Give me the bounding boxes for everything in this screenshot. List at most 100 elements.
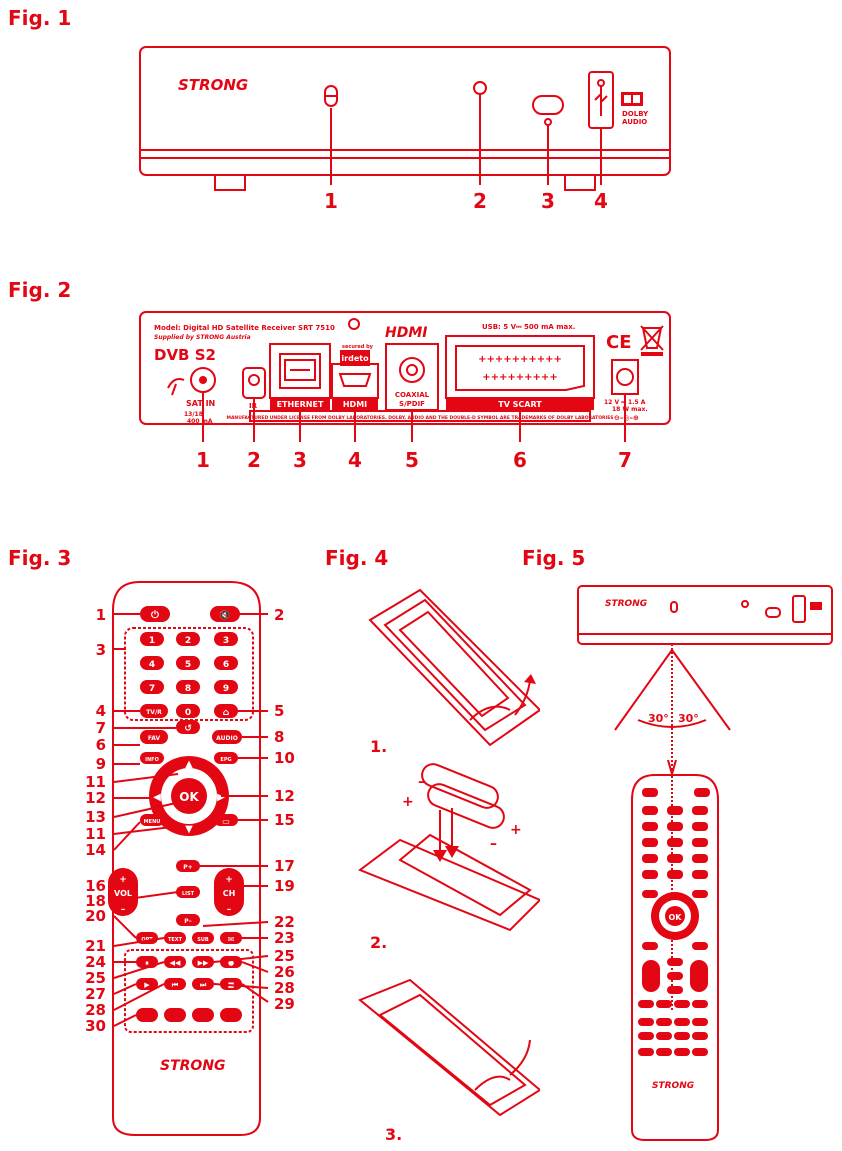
- tvr-button: [140, 704, 168, 718]
- epg-button: [214, 752, 238, 764]
- fig1-callout-1: 1: [324, 189, 338, 213]
- irdeto-logo: [340, 350, 370, 366]
- fig3-callout-left-5: 6: [96, 736, 106, 754]
- rewind-button: [164, 956, 186, 968]
- battery-plus-label-1: +: [402, 794, 414, 810]
- weee-bin-icon: [640, 325, 664, 351]
- fig3-callout-left-7: 11: [85, 773, 106, 791]
- page-up-button: [176, 860, 200, 872]
- pause-icon: ⏸: [145, 959, 149, 967]
- list-label: LIST: [182, 891, 195, 897]
- fig3-callout-right-7: 17: [274, 857, 295, 875]
- mail-button: [220, 932, 242, 944]
- hdmi-port-label: HDMI: [343, 400, 367, 409]
- digit-0: 0: [185, 708, 191, 718]
- vol-label: VOL: [114, 889, 132, 898]
- fig3-callout-left-10: 11: [85, 825, 106, 843]
- digit-4: 4: [149, 660, 155, 670]
- fig3-callout-left-1: 1: [96, 606, 106, 624]
- remote-outline: [112, 581, 261, 1136]
- fig3-callout-left-6: 9: [96, 755, 106, 773]
- fig3-callout-right-5: 12: [274, 787, 295, 805]
- fig3-callout-right-11: 25: [274, 947, 295, 965]
- fig3-callout-left-15: 21: [85, 937, 106, 955]
- fig2-callout-2: 2: [247, 448, 261, 472]
- fig2-callout-6: 6: [513, 448, 527, 472]
- text-label: TEXT: [168, 937, 183, 943]
- ch-label: CH: [223, 889, 236, 898]
- ir-sensor-icon: [670, 601, 678, 613]
- fig3-title: Fig. 3: [8, 546, 72, 570]
- digit-9: 9: [223, 684, 229, 694]
- next-button: [192, 978, 214, 990]
- blue-button: [220, 1008, 242, 1022]
- fig2-callout-5: 5: [405, 448, 419, 472]
- fig3-callout-right-13: 28: [274, 979, 295, 997]
- recall-icon: ↺: [184, 724, 192, 734]
- usb-port-icon: [792, 595, 806, 623]
- mute-icon: 🔇: [219, 609, 230, 621]
- digit-2: 2: [185, 636, 191, 646]
- fig1-title: Fig. 1: [8, 6, 72, 30]
- fig5-remote-range-diagram: STRONG 30° 30° OK STRONG: [577, 585, 833, 1141]
- arrow-down-icon: ▼: [185, 824, 193, 835]
- pip-button: [214, 814, 238, 826]
- coaxial-label: COAXIAL: [395, 391, 430, 399]
- fig3-callout-left-12: 16: [85, 877, 106, 895]
- fig2-callout-1: 1: [196, 448, 210, 472]
- play-icon: ▶: [144, 981, 150, 989]
- polarity-symbol: ⊖–◎–⊕: [614, 414, 639, 422]
- fig4-title: Fig. 4: [325, 546, 389, 570]
- menu-label: MENU: [144, 819, 161, 825]
- battery-insert-step: + – + –: [357, 763, 540, 932]
- fig1-callout-3: 3: [541, 189, 555, 213]
- text-button: [164, 932, 186, 944]
- power-icon: ⏻: [151, 609, 159, 621]
- battery-cover-close-step: [358, 978, 540, 1117]
- supplier-label: Supplied by STRONG Austria: [154, 334, 251, 341]
- volume-rocker: [108, 868, 138, 916]
- epg-label: EPG: [220, 757, 231, 763]
- standby-icon: [765, 607, 781, 618]
- scart-label: TV SCART: [498, 400, 542, 409]
- standby-button-shape: [532, 95, 564, 115]
- mini-ok-button: [665, 906, 685, 926]
- fig3-callout-left-3: 4: [96, 702, 106, 720]
- usb-icon: [594, 85, 608, 116]
- dolby-text: DOLBY: [622, 110, 649, 118]
- fig3-remote-control-diagram: ⏻ 🔇 1 2 3 4 5 6 7 8 9 0 TV/R ⌂ ↺ FAV AUD…: [85, 581, 295, 1136]
- power-rating-watts: 18 W max.: [612, 406, 648, 413]
- sat-rating-current: 400 mA: [187, 418, 213, 425]
- info-button: [140, 752, 164, 764]
- fig3-callout-right-12: 26: [274, 963, 295, 981]
- ch-plus-label: +: [225, 875, 233, 885]
- fig3-callout-left-16: 24: [85, 953, 106, 971]
- fig5-title: Fig. 5: [522, 546, 586, 570]
- fig1-brand-logo: STRONG: [178, 76, 248, 94]
- ok-button: [171, 778, 207, 814]
- fig2-callout-4: 4: [348, 448, 362, 472]
- fig3-callout-left-2: 3: [96, 641, 106, 659]
- sub-button: [192, 932, 214, 944]
- mail-icon: ✉: [228, 935, 235, 944]
- receiver-front-small: [577, 585, 833, 645]
- dish-icon: [167, 378, 185, 396]
- mute-button: [210, 606, 240, 622]
- dolby-logo: [810, 602, 822, 610]
- battery-minus-label-2: –: [490, 836, 497, 852]
- fig3-callout-left-9: 13: [85, 808, 106, 826]
- secured-by-text: secured by: [342, 344, 374, 350]
- battery-plus-label-2: +: [510, 822, 522, 838]
- home-icon: ⌂: [223, 708, 230, 718]
- fig4-step-2: 2.: [370, 933, 387, 952]
- next-icon: ⏭: [200, 981, 207, 989]
- red-button: [136, 1008, 158, 1022]
- list-button: [176, 886, 200, 898]
- green-button: [164, 1008, 186, 1022]
- vol-plus-label: +: [119, 875, 127, 885]
- fig3-callout-right-4: 10: [274, 749, 295, 767]
- irdeto-text: irdeto: [341, 354, 369, 363]
- fav-button: [140, 730, 168, 744]
- fig2-rear-panel-diagram: Model: Digital HD Satellite Receiver SRT…: [139, 311, 671, 472]
- forward-icon: ▶▶: [198, 959, 209, 967]
